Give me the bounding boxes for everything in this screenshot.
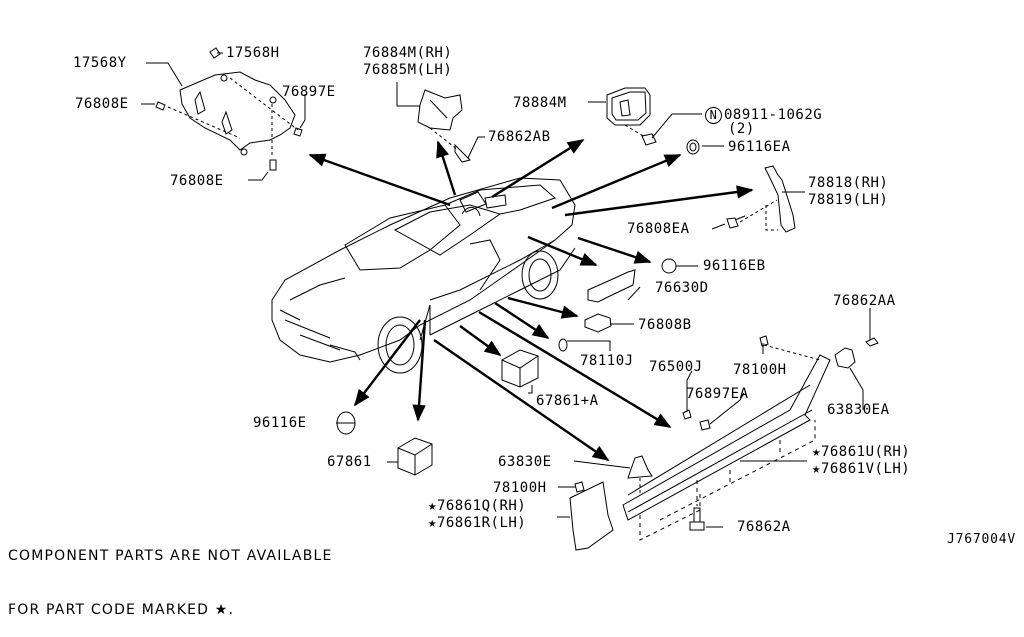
leader-arrows xyxy=(308,138,754,461)
part-label-67861[interactable]: 67861 xyxy=(327,454,372,470)
part-code: 76861U(RH) xyxy=(820,444,911,460)
nut-symbol-text: N xyxy=(705,107,722,124)
part-label-17568H[interactable]: 17568H xyxy=(226,45,280,61)
part-label-76861R[interactable]: ★76861R(LH) xyxy=(428,515,526,532)
diagram-reference-code: J767004V xyxy=(946,532,1016,547)
part-label-76861Q[interactable]: ★76861Q(RH) xyxy=(428,498,526,515)
part-label-76862AB[interactable]: 76862AB xyxy=(488,129,551,145)
part-label-76808E-lower[interactable]: 76808E xyxy=(170,173,224,189)
part-quantity: (2) xyxy=(728,121,755,137)
part-label-78110J[interactable]: 78110J xyxy=(580,353,634,369)
part-label-63830E[interactable]: 63830E xyxy=(498,454,552,470)
part-code: 76861V(LH) xyxy=(820,461,911,477)
part-label-76897E[interactable]: 76897E xyxy=(282,84,336,100)
part-label-67861-A[interactable]: 67861+A xyxy=(536,393,599,409)
part-label-78819[interactable]: 78819(LH) xyxy=(808,192,889,208)
note-line-2: FOR PART CODE MARKED ★. xyxy=(8,602,235,618)
part-label-76862A[interactable]: 76862A xyxy=(737,519,791,535)
part-label-08911-1062G[interactable]: 08911-1062G xyxy=(724,107,823,123)
car-illustration xyxy=(271,177,576,374)
star-icon: ★ xyxy=(812,461,821,477)
part-label-78100H-upper[interactable]: 78100H xyxy=(733,362,787,378)
note-line-1: COMPONENT PARTS ARE NOT AVAILABLE xyxy=(8,548,333,564)
part-label-96116EB[interactable]: 96116EB xyxy=(703,258,766,274)
star-icon: ★ xyxy=(428,515,437,531)
part-label-76885M[interactable]: 76885M(LH) xyxy=(363,62,453,78)
parts-diagram xyxy=(141,47,879,551)
part-label-76808B[interactable]: 76808B xyxy=(638,317,692,333)
part-label-76861U[interactable]: ★76861U(RH) xyxy=(812,444,910,461)
star-icon: ★ xyxy=(428,498,437,514)
part-label-78818[interactable]: 78818(RH) xyxy=(808,175,889,191)
part-label-76884M[interactable]: 76884M(RH) xyxy=(363,45,453,61)
part-label-78100H-lower[interactable]: 78100H xyxy=(493,480,547,496)
part-code: 76861Q(RH) xyxy=(436,498,527,514)
star-icon: ★ xyxy=(812,444,821,460)
part-label-96116EA[interactable]: 96116EA xyxy=(728,139,791,155)
callout-lines xyxy=(141,52,871,528)
part-code: 76861R(LH) xyxy=(436,515,527,531)
part-shapes xyxy=(155,47,879,551)
part-label-76861V[interactable]: ★76861V(LH) xyxy=(812,461,910,478)
availability-note: COMPONENT PARTS ARE NOT AVAILABLE FOR PA… xyxy=(8,511,333,637)
part-label-76500J[interactable]: 76500J xyxy=(649,359,703,375)
part-label-76630D[interactable]: 76630D xyxy=(655,280,709,296)
part-label-17568Y[interactable]: 17568Y xyxy=(73,55,127,71)
part-label-76808EA[interactable]: 76808EA xyxy=(627,221,690,237)
nut-symbol-icon: N xyxy=(705,107,722,124)
part-label-96116E[interactable]: 96116E xyxy=(253,415,307,431)
part-label-78884M[interactable]: 78884M xyxy=(513,95,567,111)
part-label-63830EA[interactable]: 63830EA xyxy=(827,402,890,418)
part-label-76862AA[interactable]: 76862AA xyxy=(833,293,896,309)
part-label-76897EA[interactable]: 76897EA xyxy=(686,386,749,402)
part-label-76808E-upper[interactable]: 76808E xyxy=(75,96,129,112)
